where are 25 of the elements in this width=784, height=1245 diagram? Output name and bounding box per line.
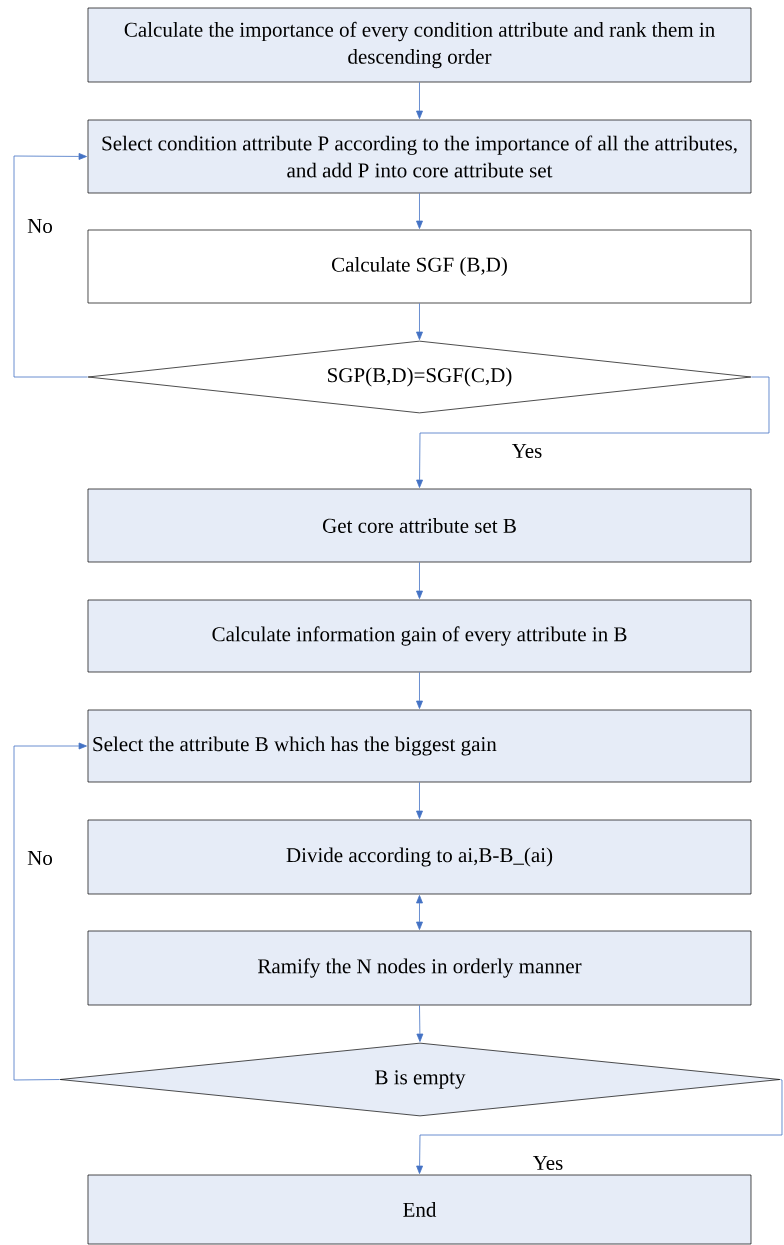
edge-label: No (26, 218, 54, 234)
arrow (13, 742, 87, 1081)
process-box: Select the attribute B which has the biggest gain (87, 709, 752, 783)
arrow (416, 671, 423, 709)
process-box: Ramify the N nodes in orderly manner (87, 930, 752, 1006)
arrow (416, 192, 423, 229)
arrow (416, 1004, 424, 1042)
process-box: Get core attribute set B (87, 488, 752, 563)
arrow (416, 302, 423, 340)
process-box: Calculate the importance of every condition attribute and rank them in descending order (87, 7, 752, 83)
process-box: Calculate information gain of every attribute in B (87, 599, 752, 673)
process-box: Divide according to ai,B-B_(ai) (87, 819, 752, 895)
arrow (416, 376, 770, 488)
process-box: Select condition attribute P according to the importance of all the attributes, and add P into core attribute set (87, 119, 752, 194)
arrow (416, 81, 423, 119)
edge-label: Yes (510, 443, 544, 459)
edge-label: Yes (531, 1155, 565, 1171)
arrow (416, 561, 423, 599)
edge-label: No (26, 850, 54, 866)
arrow (416, 895, 423, 930)
arrow (416, 1079, 783, 1174)
arrow (13, 153, 89, 378)
arrow (416, 781, 423, 819)
process-box: End (87, 1174, 752, 1245)
process-box: Calculate SGF (B,D) (87, 229, 752, 304)
